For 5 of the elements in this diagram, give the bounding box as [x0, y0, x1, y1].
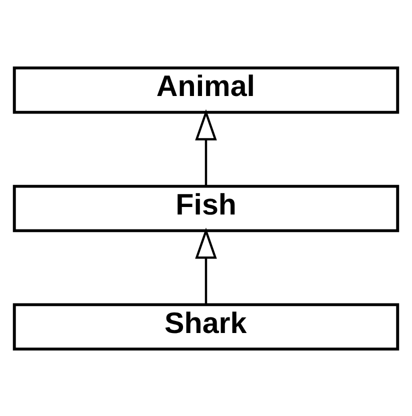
arrow [195, 227, 217, 304]
node-box: Fish [12, 184, 400, 232]
node-box: Shark [12, 302, 400, 350]
arrow [195, 108, 217, 186]
node-box: Animal [12, 66, 400, 114]
